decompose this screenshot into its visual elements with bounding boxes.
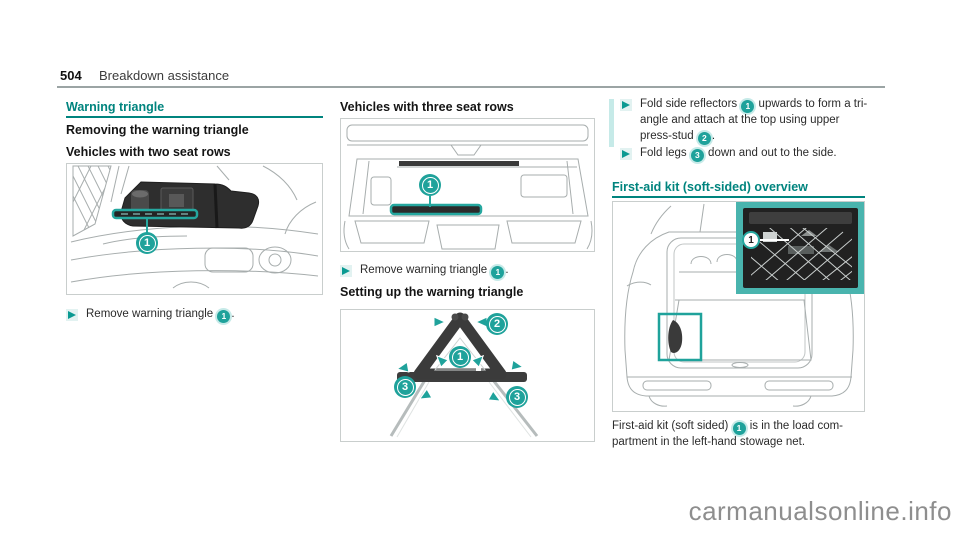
section-title-warning-triangle: Warning triangle bbox=[66, 100, 165, 114]
inline-circled-number: 1 bbox=[741, 100, 755, 114]
step-arrow-icon bbox=[340, 265, 352, 277]
warning-triangle-line-art bbox=[389, 312, 539, 438]
figure-callout-1: 1 bbox=[419, 174, 441, 196]
step-arrow-icon bbox=[620, 99, 632, 111]
step-remove-warning-triangle-two-rows: Remove warning triangle 1. bbox=[66, 307, 323, 324]
text-line: angle and attach at the top using upper bbox=[640, 114, 840, 127]
step-text: Remove warning triangle 1. bbox=[86, 307, 235, 324]
step-arrow-icon bbox=[620, 148, 632, 160]
trunk-two-rows-line-art bbox=[70, 165, 319, 289]
figure-callout-1: 1 bbox=[136, 232, 158, 254]
chapter-title: Breakdown assistance bbox=[99, 68, 230, 83]
section-title-underline bbox=[612, 196, 865, 198]
figure-trunk-three-seat-rows: 1 bbox=[340, 118, 595, 252]
text-line: Fold side reflectors 1 upwards to form a… bbox=[640, 97, 867, 114]
figure-callout-2: 2 bbox=[486, 313, 508, 335]
variant-title-three-seat-rows: Vehicles with three seat rows bbox=[340, 100, 514, 114]
header-rule bbox=[57, 86, 885, 88]
text-line: Remove warning triangle 1. bbox=[360, 263, 509, 280]
inline-circled-number: 1 bbox=[732, 422, 746, 436]
step-text: Fold legs 3 down and out to the side. bbox=[640, 146, 837, 163]
first-aid-kit-caption: First-aid kit (soft sided) 1 is in the l… bbox=[612, 419, 865, 451]
subsection-title-setting-up: Setting up the warning triangle bbox=[340, 285, 524, 299]
figure-first-aid-kit-location: 1 bbox=[612, 201, 865, 412]
variant-title-two-seat-rows: Vehicles with two seat rows bbox=[66, 145, 231, 159]
figure-callout-3-right: 3 bbox=[506, 386, 528, 408]
page-number: 504 bbox=[60, 68, 82, 83]
step-arrow-icon bbox=[66, 309, 78, 321]
text-line: partment in the left-hand stowage net. bbox=[612, 436, 806, 449]
trunk-three-rows-line-art bbox=[343, 124, 593, 250]
figure-warning-triangle-setup: 1 2 3 3 bbox=[340, 309, 595, 442]
text-line: Remove warning triangle 1. bbox=[86, 307, 235, 324]
section-title-first-aid-kit: First-aid kit (soft-sided) overview bbox=[612, 180, 808, 194]
inline-circled-number: 1 bbox=[491, 266, 505, 280]
figure-callout-3-left: 3 bbox=[394, 376, 416, 398]
text-line: Fold legs 3 down and out to the side. bbox=[640, 146, 837, 163]
figure-callout-1: 1 bbox=[449, 346, 471, 368]
continuation-marker-bar bbox=[609, 99, 614, 147]
step-text: Remove warning triangle 1. bbox=[360, 263, 509, 280]
step-fold-side-reflectors: Fold side reflectors 1 upwards to form a… bbox=[620, 97, 870, 145]
inline-circled-number: 2 bbox=[697, 132, 711, 145]
step-fold-legs: Fold legs 3 down and out to the side. bbox=[620, 146, 870, 163]
step-text: Fold side reflectors 1 upwards to form a… bbox=[640, 97, 867, 145]
inline-circled-number: 1 bbox=[217, 310, 231, 324]
figure-callout-1: 1 bbox=[742, 231, 760, 249]
section-title-underline bbox=[66, 116, 323, 118]
subsection-title-removing: Removing the warning triangle bbox=[66, 123, 249, 137]
text-line: press-stud 2. bbox=[640, 129, 867, 145]
car-rear-line-art bbox=[624, 202, 864, 407]
text-line: First-aid kit (soft sided) 1 is in the l… bbox=[612, 419, 865, 436]
figure-trunk-two-seat-rows: 1 bbox=[66, 163, 323, 295]
step-remove-warning-triangle-three-rows: Remove warning triangle 1. bbox=[340, 263, 595, 280]
watermark-text: carmanualsonline.info bbox=[688, 496, 952, 526]
inline-circled-number: 3 bbox=[690, 149, 704, 163]
